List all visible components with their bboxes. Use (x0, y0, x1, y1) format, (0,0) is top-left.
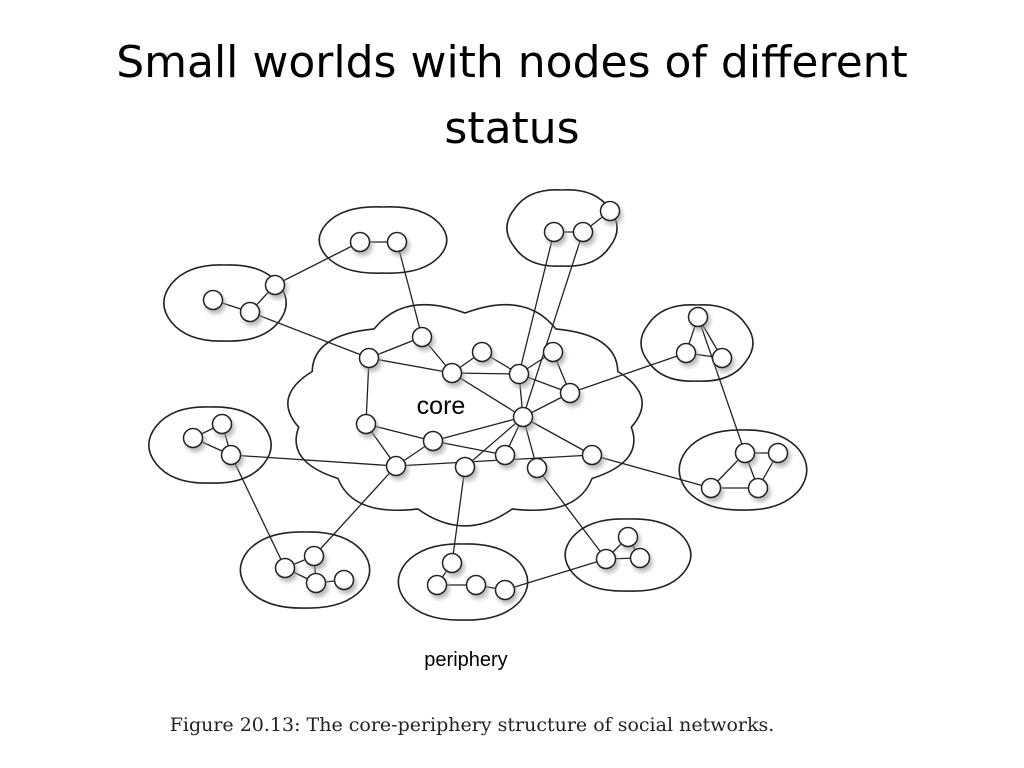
node-tc2 (386, 231, 408, 253)
node-c1 (358, 347, 380, 369)
node-br3 (629, 547, 651, 569)
node-tl3 (264, 274, 286, 296)
node-c12 (454, 456, 476, 478)
cloud-bottom-right (564, 518, 692, 592)
periphery-label: periphery (424, 649, 507, 671)
node-c6 (542, 341, 564, 363)
node-ru1 (687, 306, 709, 328)
node-c4 (471, 341, 493, 363)
node-c3 (441, 362, 463, 384)
edge-c10-c8 (432, 416, 524, 442)
node-bl3 (305, 572, 327, 594)
node-br2 (595, 548, 617, 570)
edge-l3-c11 (230, 454, 397, 467)
edge-ru1-rl1 (697, 316, 746, 454)
node-rl2 (767, 442, 789, 464)
edge-tr2-c8 (522, 231, 584, 418)
edge-c11-bl2 (313, 465, 397, 557)
edge-tc1-tl3 (274, 241, 361, 286)
node-c13 (494, 444, 516, 466)
cloud-bottom-center (397, 543, 529, 621)
node-bc2 (426, 574, 448, 596)
node-c9 (355, 413, 377, 435)
node-ru3 (711, 347, 733, 369)
node-rl4 (747, 477, 769, 499)
node-c7 (559, 382, 581, 404)
node-c14 (526, 457, 548, 479)
edge-c11-c15 (395, 454, 593, 467)
node-c10 (422, 430, 444, 452)
node-l3 (220, 444, 242, 466)
node-br1 (617, 526, 639, 548)
figure-caption: Figure 20.13: The core-periphery structu… (169, 714, 775, 736)
node-c5 (508, 363, 530, 385)
edge-c7-ru2 (569, 352, 687, 394)
clouds-layer (148, 189, 808, 621)
node-c8 (512, 406, 534, 428)
cloud-right-lower (678, 429, 808, 511)
node-l2 (211, 413, 233, 435)
cloud-top-center (318, 206, 448, 274)
node-tr1 (543, 221, 565, 243)
node-tr3 (599, 200, 621, 222)
node-rl3 (700, 477, 722, 499)
edge-l3-bl1 (230, 454, 286, 569)
node-c2 (411, 326, 433, 348)
node-l1 (182, 427, 204, 449)
nodes-layer (182, 200, 794, 608)
node-tl1 (202, 289, 224, 311)
node-c11 (385, 455, 407, 477)
node-tr2 (572, 221, 594, 243)
slide-title-line-2: status (444, 103, 580, 154)
edge-tl2-c1 (249, 311, 370, 359)
node-bl1 (274, 557, 296, 579)
edge-c14-br2 (536, 467, 607, 560)
node-c15 (581, 444, 603, 466)
edge-tr1-c5 (518, 231, 555, 375)
node-rl1 (734, 442, 756, 464)
slide-title: Small worlds with nodes of different sta… (0, 30, 1024, 162)
node-bc1 (441, 552, 463, 574)
node-bl2 (303, 545, 325, 567)
node-ru2 (675, 342, 697, 364)
node-bl4 (333, 569, 355, 591)
node-tc1 (349, 231, 371, 253)
node-tl2 (239, 301, 261, 323)
core-label: core (417, 392, 466, 420)
node-bc4 (494, 579, 516, 601)
edge-bc4-br2 (504, 558, 607, 591)
slide-title-line-1: Small worlds with nodes of different (116, 37, 908, 88)
edge-c15-rl3 (591, 454, 712, 489)
node-bc3 (465, 574, 487, 596)
